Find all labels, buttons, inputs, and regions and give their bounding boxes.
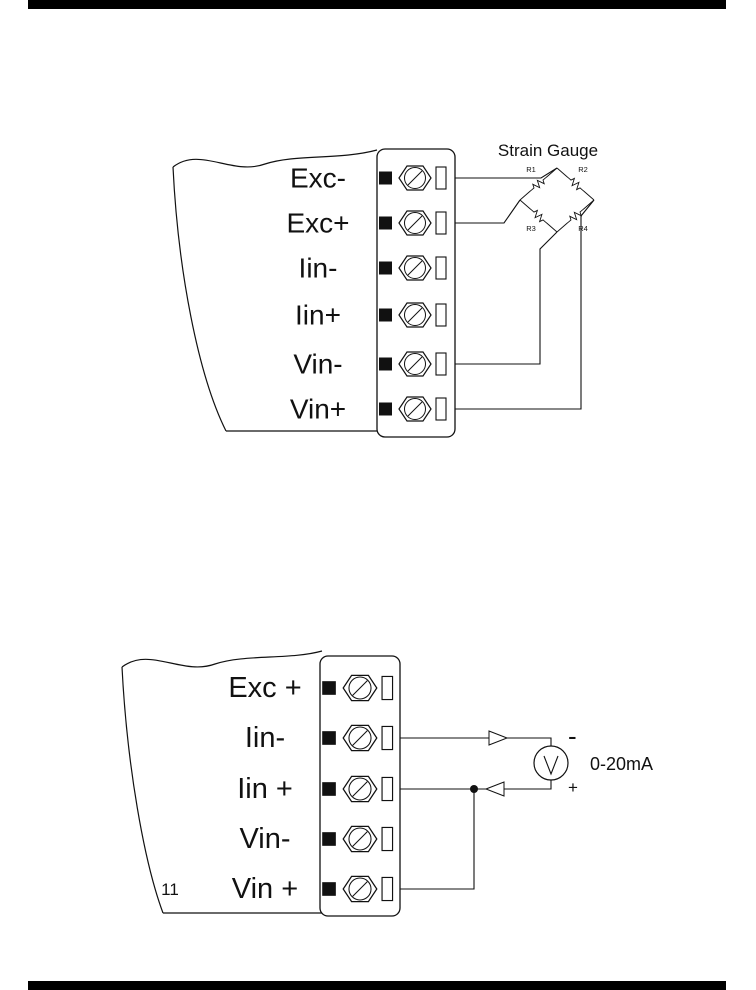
bridge-arm [556,167,569,178]
resistor-label: R1 [526,165,536,174]
page-edge-bottom [28,981,726,990]
current-source-symbol: - + 0-20mA [533,721,653,797]
resistor-label: R4 [578,224,588,233]
wires [455,167,595,410]
terminal-labels: Exc- Exc+ Iin- Iin+ Vin- Vin+ [286,163,349,425]
junction-dot [470,785,478,793]
terminal-label: Exc- [290,163,346,194]
bridge-arm [582,199,595,210]
strain-gauge-diagram: Exc- Exc+ Iin- Iin+ Vin- Vin+ [172,141,598,438]
resistor-icon [565,174,586,194]
terminal-label: Exc + [228,672,301,704]
resistor-icon [565,206,586,226]
resistor-icon [528,206,549,226]
bridge-arm [582,190,595,201]
terminal-label: Iin- [299,253,338,284]
current-arrow-left-icon [484,781,505,797]
bridge-arm [545,222,558,233]
page-edge-top [28,0,726,9]
terminal-label: Iin + [237,773,293,805]
resistor-label: R3 [526,224,536,233]
current-arrow-right-icon [488,730,509,746]
strain-gauge-bridge: R1 R2 R3 R4 [519,165,595,233]
terminal-label: Iin- [245,722,285,754]
wire-iin-minus [400,737,552,746]
module-outline-left-edge [121,666,164,914]
terminal-label: Vin- [293,349,342,380]
wire-exc-plus [455,199,521,224]
wire-vin-minus [455,231,558,365]
corner-label: 11 [161,880,179,899]
terminal-label: Vin- [239,823,290,855]
wire-iin-plus [400,780,552,790]
polarity-plus-label: + [568,778,578,797]
wire-jumper-vin-plus [400,789,475,890]
resistor-label: R2 [578,165,588,174]
diagram-title: Strain Gauge [498,141,598,160]
wire-exc-minus [455,167,558,179]
current-source-arrow-icon [543,755,559,776]
current-input-diagram: Exc + Iin- Iin + Vin- Vin + 11 [121,650,653,917]
polarity-minus-label: - [568,721,577,751]
terminal-label: Vin+ [290,394,346,425]
terminal-label: Iin+ [295,300,341,331]
bridge-arm [556,222,569,233]
terminal-strip [376,148,456,438]
current-source-circle [533,745,569,781]
wire-vin-plus [455,199,595,410]
terminal-label: Vin + [232,873,298,905]
wires [400,730,552,890]
source-range-label: 0-20mA [590,754,653,774]
module-outline-top-wave [121,650,323,668]
terminal-label: Exc+ [286,208,349,239]
bridge-arm [545,167,558,178]
bridge-arm [519,199,532,210]
module-outline-top-wave [172,149,378,168]
terminal-labels: Exc + Iin- Iin + Vin- Vin + [228,672,301,905]
bridge-arm [519,190,532,201]
module-outline-left-edge [172,166,227,432]
